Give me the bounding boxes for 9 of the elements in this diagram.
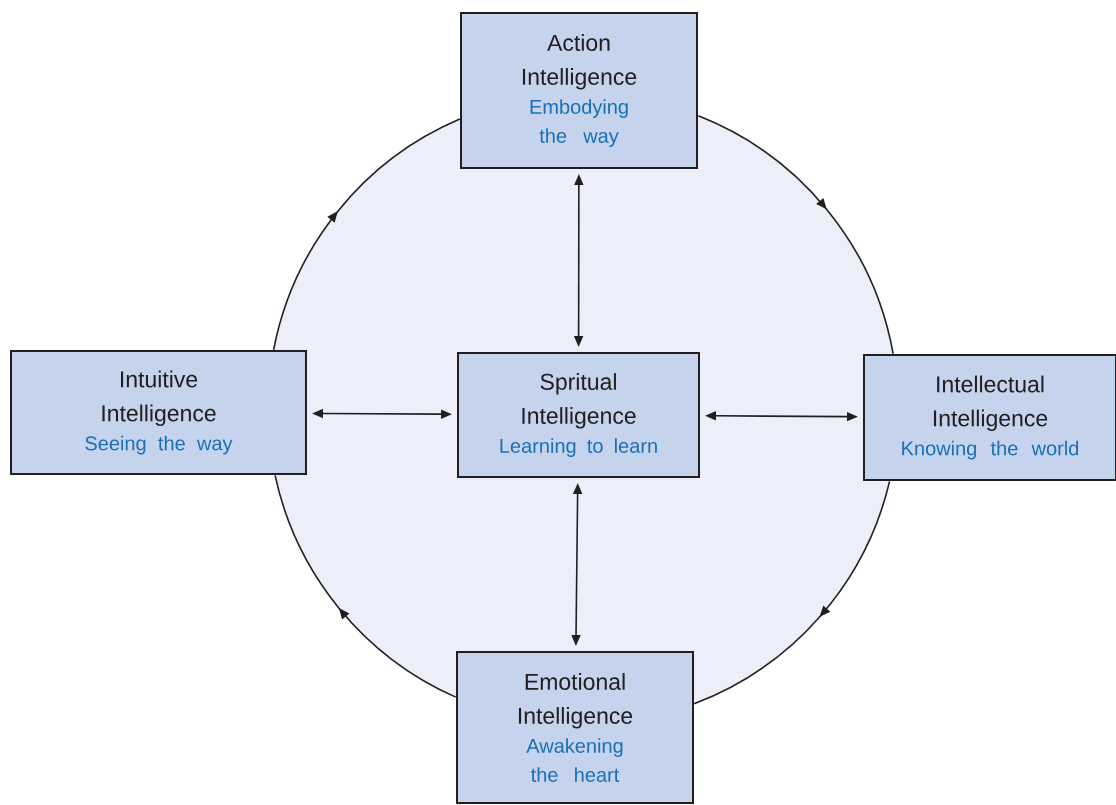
- intelligence-box: Action Intelligence Embodying the way: [460, 12, 698, 169]
- arrow: [272, 118, 461, 351]
- intelligence-box: Emotional Intelligence Awakening the heart: [456, 651, 694, 804]
- arrow: [697, 115, 894, 355]
- intelligence-box: Intuitive Intelligence Seeing the way: [10, 350, 307, 475]
- arrow: [693, 480, 891, 705]
- intelligence-box: Spritual Intelligence Learning to learn: [457, 352, 700, 478]
- arrow: [274, 474, 457, 698]
- intelligence-box: Intellectual Intelligence Knowing the world: [863, 354, 1116, 481]
